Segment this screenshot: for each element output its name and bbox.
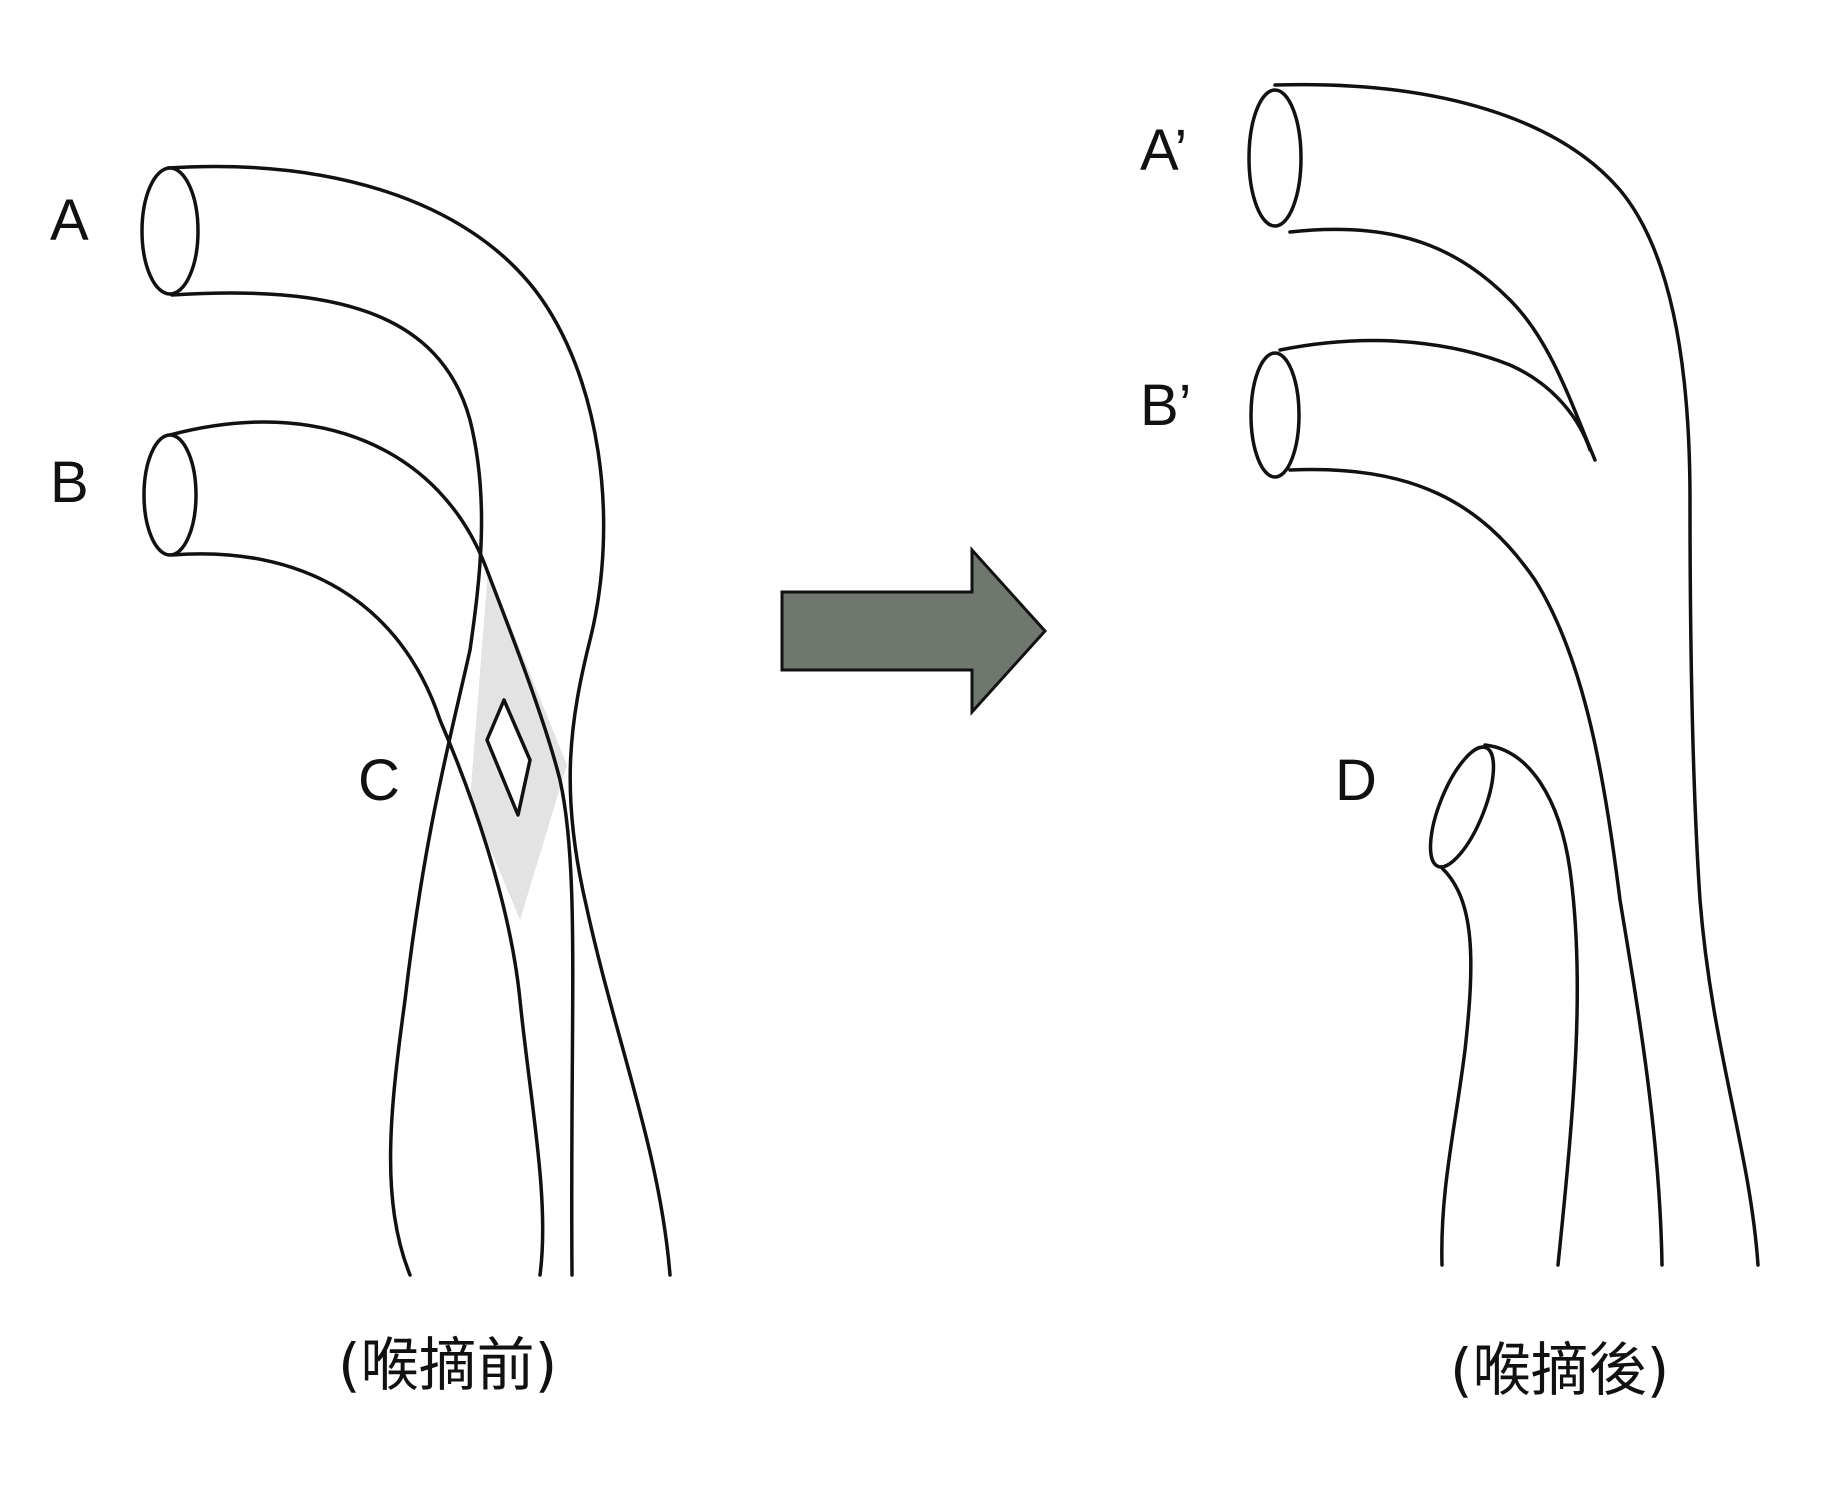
label-d: D [1335, 748, 1377, 813]
tube-b-prime-opening [1249, 351, 1301, 479]
tube-a-prime-opening [1247, 88, 1303, 228]
tube-a-prime-inner-edge [1288, 227, 1597, 462]
crossing-inner-diamond [485, 698, 532, 817]
right-arrow-icon [780, 546, 1048, 716]
tube-a-inner-edge [170, 291, 484, 1277]
label-b-prime: B’ [1140, 373, 1192, 438]
tube-d-right-edge [1483, 743, 1580, 1267]
tube-d-opening [1428, 745, 1496, 869]
after-panel: A’ B’ D (喉摘後) [1140, 82, 1760, 1404]
caption-after: (喉摘後) [1450, 1336, 1669, 1404]
tube-a [140, 164, 672, 1277]
tube-b-prime [1249, 338, 1664, 1267]
label-a: A [50, 188, 89, 253]
caption-before: (喉摘前) [338, 1331, 557, 1399]
before-panel: A B C (喉摘前) [50, 164, 672, 1399]
tube-d [1428, 743, 1580, 1267]
tube-a-opening [140, 166, 200, 296]
label-b: B [50, 450, 89, 515]
tube-b-prime-inner-edge [1288, 467, 1664, 1267]
tube-b [142, 420, 575, 1277]
tube-b-outer-edge [168, 420, 575, 1277]
tube-b-prime-outer-edge [1278, 338, 1592, 452]
tube-b-opening [142, 433, 198, 557]
tube-a-prime [1247, 82, 1760, 1267]
tube-d-left-edge [1440, 866, 1473, 1267]
label-a-prime: A’ [1140, 118, 1187, 183]
tube-b-inner-edge [170, 552, 545, 1277]
tube-a-outer-edge [166, 164, 672, 1277]
label-c: C [358, 748, 400, 813]
tube-a-prime-outer-edge [1273, 82, 1760, 1267]
